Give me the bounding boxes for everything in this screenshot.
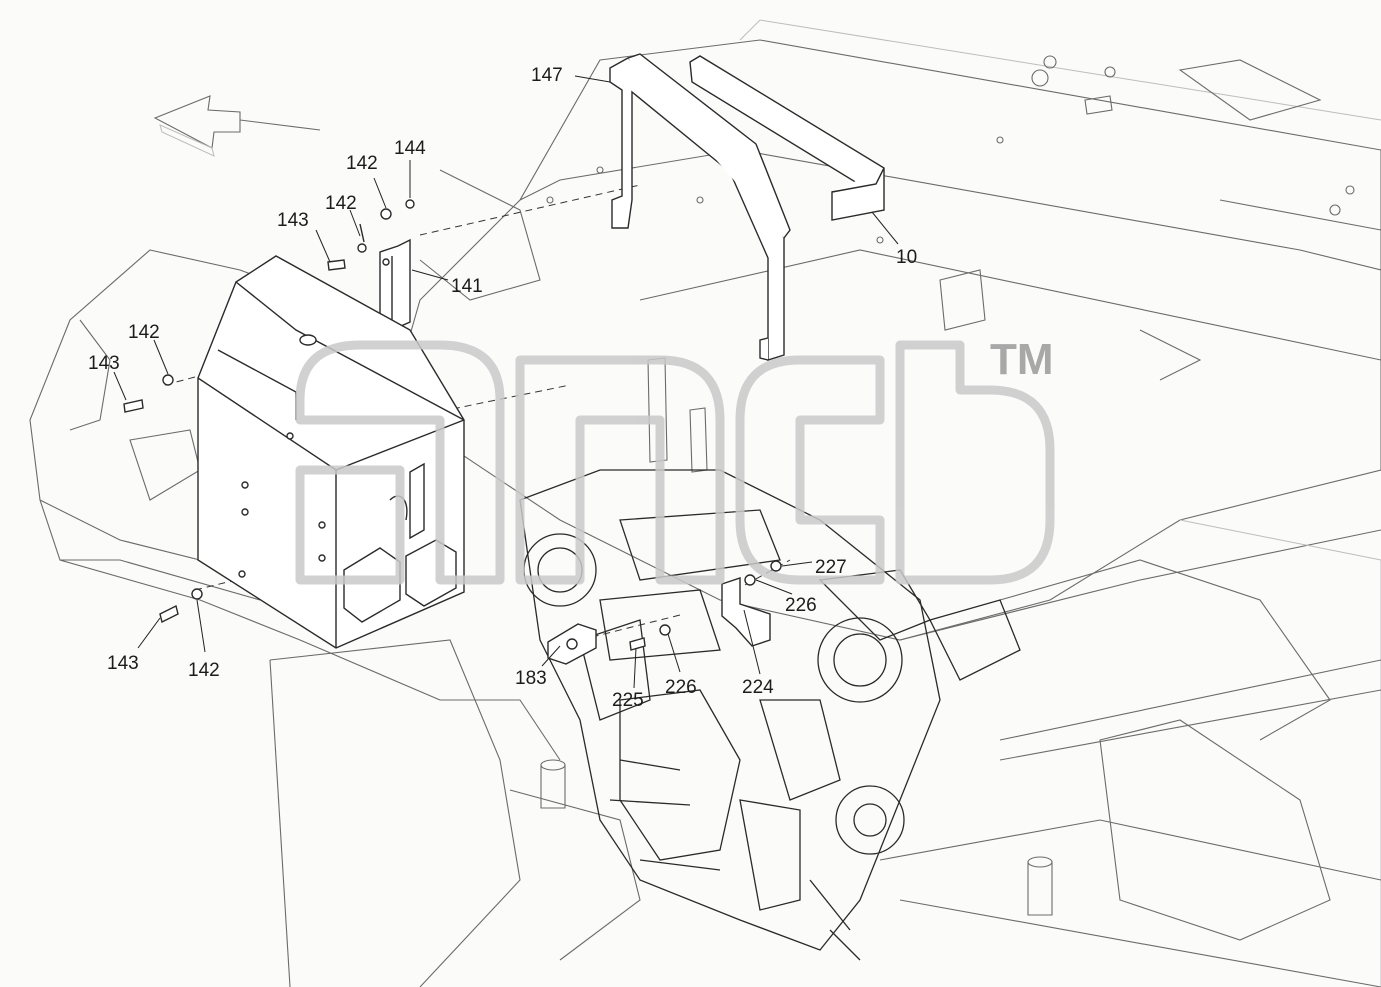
- callout-142: 142: [188, 660, 220, 681]
- cover-box: [197, 255, 465, 649]
- leader-lines: [113, 75, 899, 689]
- callout-226: 226: [785, 595, 817, 616]
- part-10-bar: [689, 55, 885, 221]
- part-141-bracket: [379, 238, 411, 331]
- part-147-bracket: [609, 53, 791, 361]
- callout-142: 142: [325, 193, 357, 214]
- callout-144: 144: [394, 138, 426, 159]
- watermark-logo: TM: [295, 335, 1055, 585]
- part-224-plate: [721, 577, 771, 647]
- callout-143: 143: [277, 210, 309, 231]
- watermark-tm: TM: [990, 335, 1054, 384]
- fasteners: [123, 199, 782, 651]
- callout-227: 227: [815, 557, 847, 578]
- callout-142: 142: [128, 322, 160, 343]
- callout-143: 143: [88, 353, 120, 374]
- callout-226: 226: [665, 677, 697, 698]
- engine-assembly: [519, 469, 1021, 961]
- direction-arrow-icon: [153, 95, 241, 157]
- callout-labels: 147 10 144 142 142 143 141 142 143 143 1…: [88, 65, 917, 711]
- callout-143: 143: [107, 653, 139, 674]
- part-183-plate: [547, 623, 597, 665]
- callout-142: 142: [346, 153, 378, 174]
- chassis-frame: [29, 19, 1381, 987]
- callout-10: 10: [896, 247, 917, 268]
- callout-225: 225: [612, 690, 644, 711]
- callout-141: 141: [451, 276, 483, 297]
- callout-224: 224: [742, 677, 774, 698]
- callout-147: 147: [531, 65, 563, 86]
- callout-183: 183: [515, 668, 547, 689]
